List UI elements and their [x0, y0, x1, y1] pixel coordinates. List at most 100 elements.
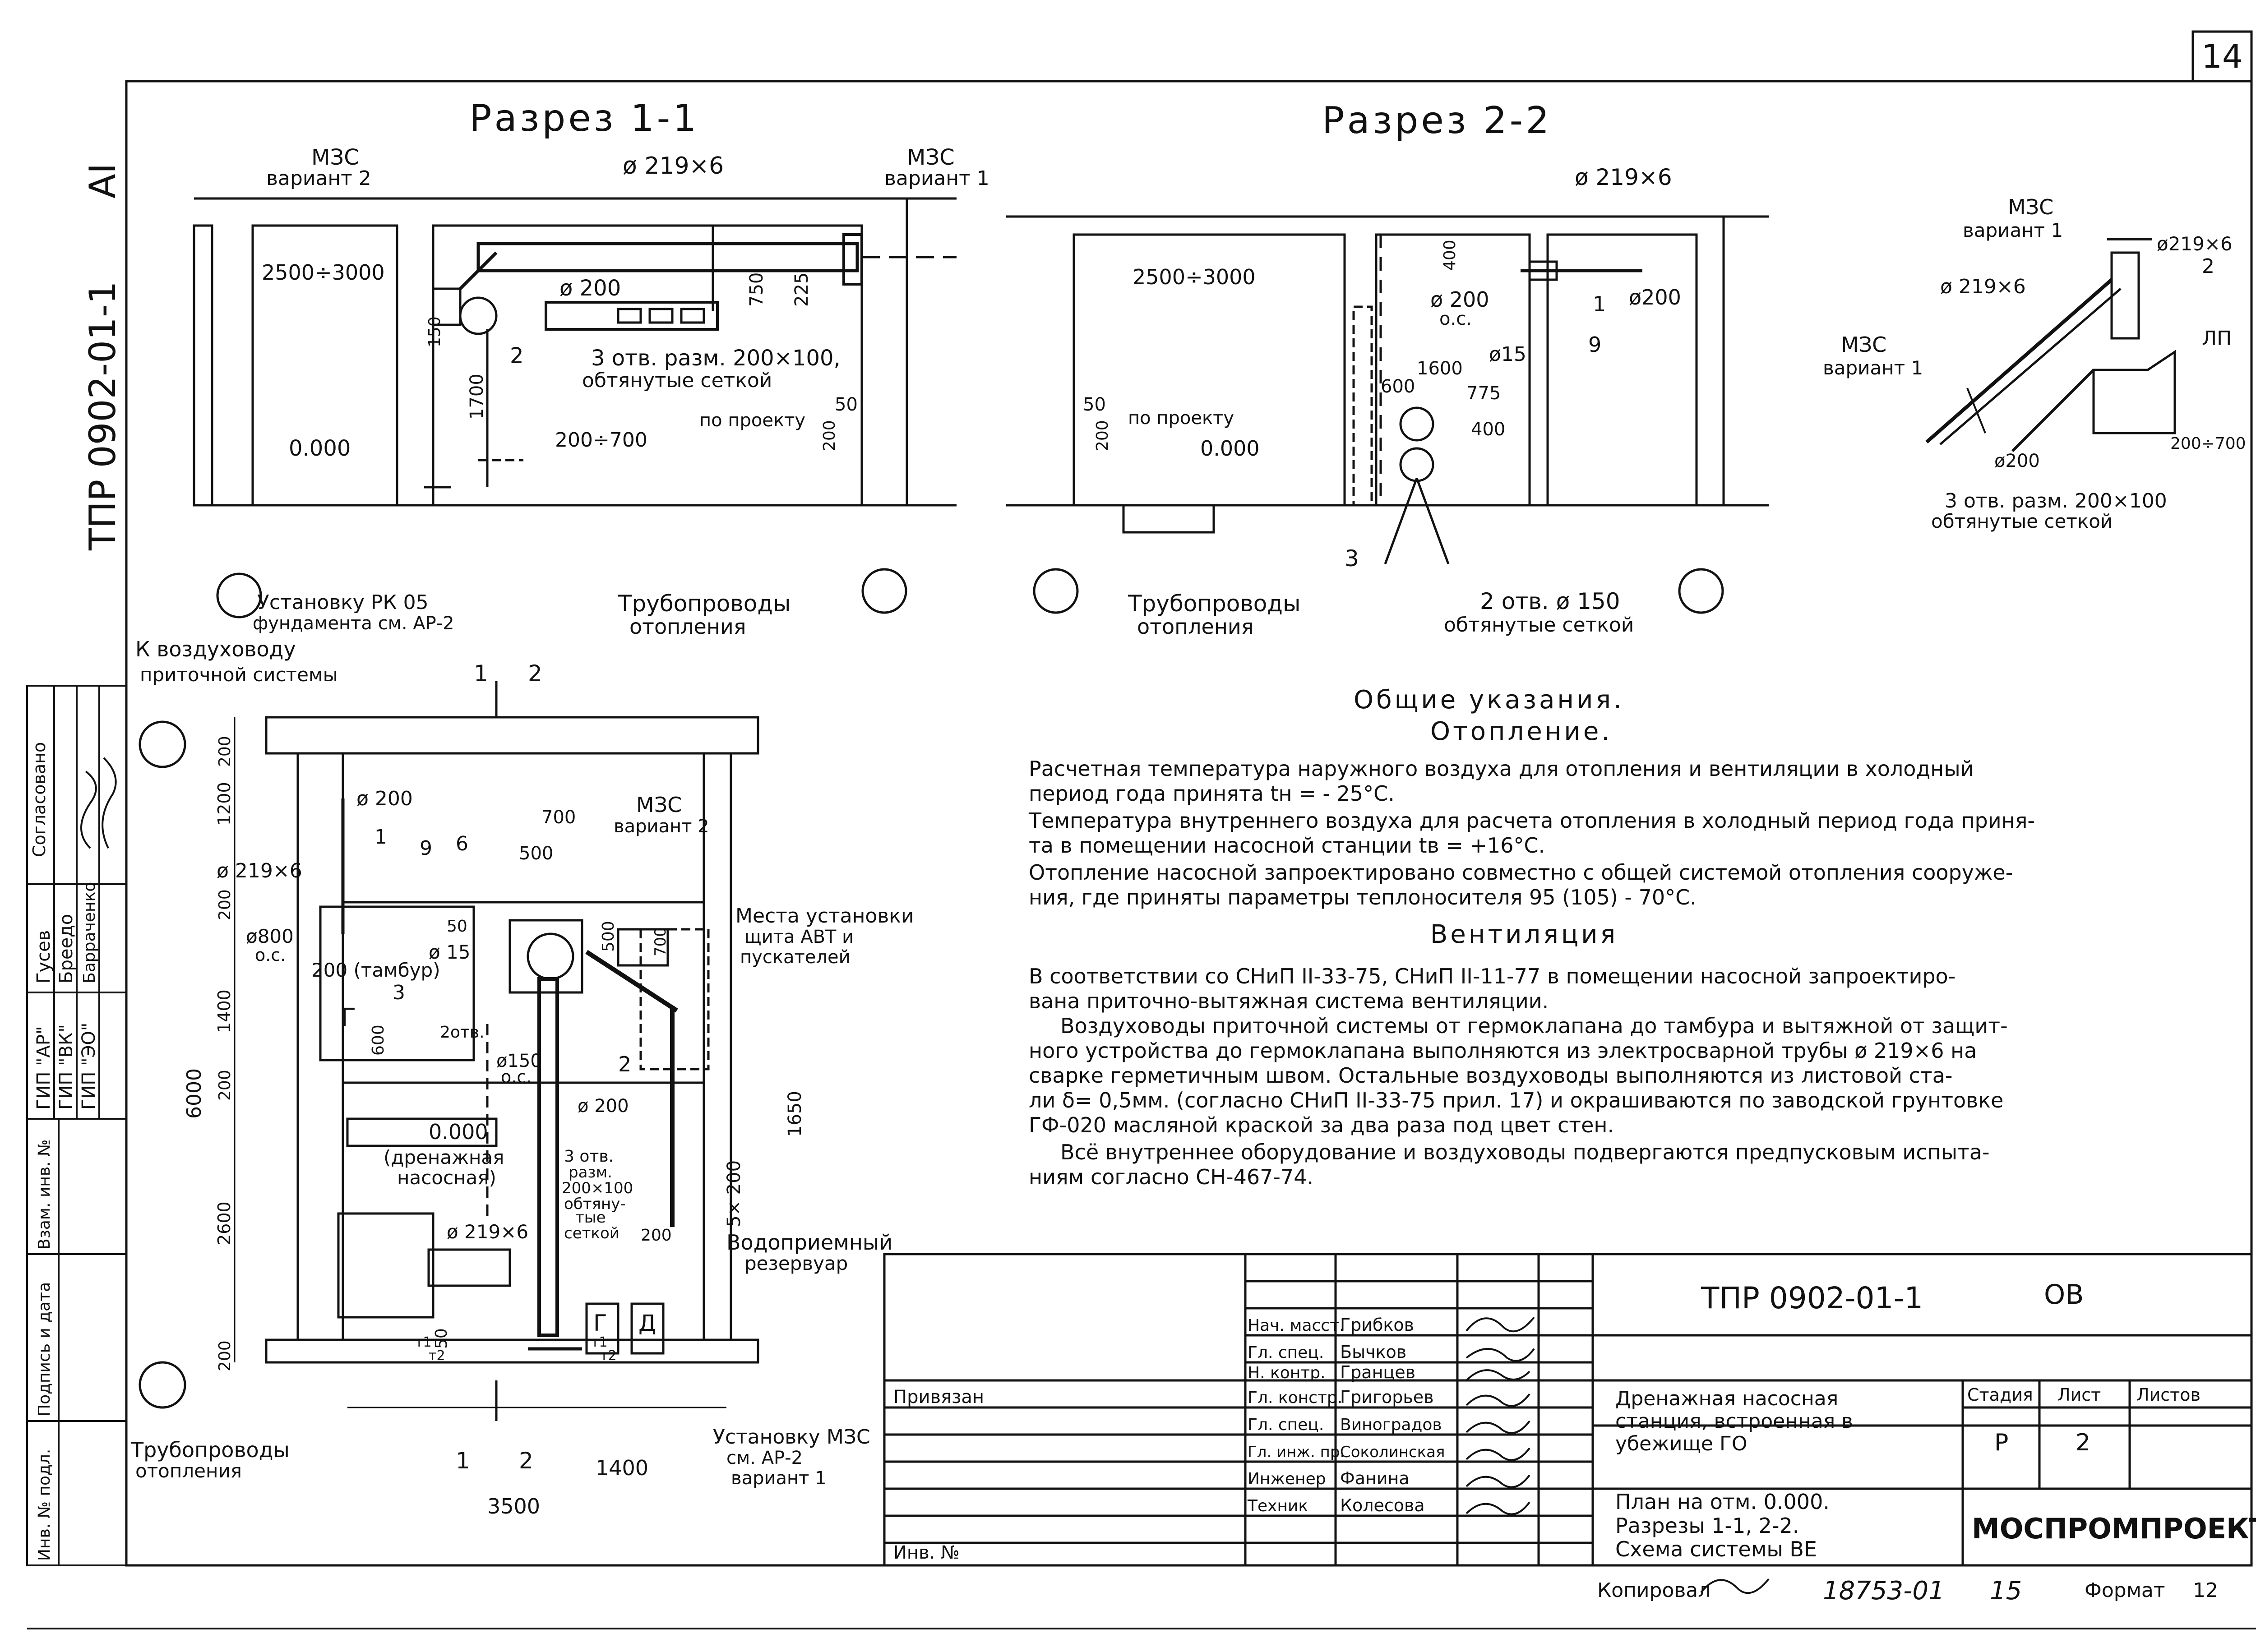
scheme-num-2: 2: [2202, 255, 2214, 278]
plan-dim-500b: 500: [599, 921, 618, 952]
s11-mark-zero: 0.000: [289, 436, 351, 461]
copier-signature: [1700, 1578, 1770, 1594]
plan-cut-2b: 2: [519, 1448, 533, 1474]
s11-mzs-v2: МЗС: [311, 145, 359, 170]
s22-d200: ø 200: [1430, 287, 1489, 312]
s11-d200: ø 200: [559, 276, 621, 301]
tb-role-7: Инженер: [1248, 1470, 1326, 1488]
plan-dim-200-d: 200: [641, 1226, 672, 1245]
note-line: Отопление насосной запроектировано совме…: [1029, 860, 2013, 885]
s22-holes: 2 отв. ø 150: [1480, 588, 1620, 614]
sheet-number-box: [2191, 30, 2253, 83]
plan-oc2: о.с.: [501, 1067, 532, 1087]
plan-dim-5x200: 5× 200: [724, 1160, 744, 1227]
notes-heat-title: Отопление.: [1430, 717, 1612, 746]
approval-role-1: ГИП "АР": [33, 1026, 54, 1110]
s22-num-9: 9: [1588, 332, 1601, 357]
plan-to-duct-2: приточной системы: [140, 664, 338, 686]
plan-d200: ø 200: [356, 787, 413, 810]
s22-dim-400: 400: [1441, 240, 1459, 271]
section-2-2-title: Разрез 2-2: [1322, 99, 1552, 142]
footer-format-label: Формат: [2085, 1579, 2165, 1602]
plan-tambour: 200 (тамбур): [311, 959, 440, 981]
plan-dim-200-c: 200: [216, 1340, 234, 1371]
tb-role-5: Гл. спец.: [1248, 1416, 1324, 1434]
s22-d200b: ø200: [1629, 285, 1681, 309]
s11-holes-2: обтянутые сеткой: [582, 369, 772, 392]
s22-dim-775: 775: [1466, 383, 1501, 404]
tb-org: МОСПРОМПРОЕКТ: [1972, 1512, 2256, 1545]
s11-rk-label-2: фундамента см. АР-2: [253, 613, 454, 634]
note-line: Воздуховоды приточной системы от гермокл…: [1060, 1014, 2008, 1038]
note-line: ного устройства до гермоклапана выполняю…: [1029, 1038, 1977, 1063]
plan-dim-200-b: 200: [216, 1070, 234, 1101]
s22-num-1: 1: [1593, 292, 1606, 316]
plan-d800: ø800: [246, 925, 294, 947]
tb-sheet: 2: [2076, 1429, 2090, 1456]
s22-heat-label-2: отопления: [1137, 614, 1254, 639]
plan-places-3: пускателей: [740, 947, 851, 968]
tb-name-3: Гранцев: [1340, 1362, 1415, 1382]
signature-1: [102, 757, 117, 849]
plan-room-g2: Г: [593, 1310, 607, 1336]
plan-holes2: 2отв.: [440, 1023, 485, 1042]
approval-name-2: Бреедо: [56, 914, 77, 983]
plan-pipe2: ø 219×6: [447, 1221, 528, 1243]
scheme-pipe2: ø 219×6: [1940, 275, 2026, 298]
tb-name-6: Соколинская: [1340, 1443, 1445, 1461]
plan-places-2: щита АВТ и: [744, 927, 854, 947]
footer-format: 12: [2193, 1579, 2218, 1602]
note-line: Всё внутреннее оборудование и воздуховод…: [1060, 1140, 1990, 1164]
tb-stage: Р: [1994, 1429, 2008, 1456]
plan-dim-6000: 6000: [183, 1068, 206, 1119]
signature-2: [80, 771, 97, 849]
s22-dim-400b: 400: [1471, 419, 1505, 440]
scheme-pipe1: ø219×6: [2157, 233, 2233, 255]
plan-dim-700b: 700: [652, 927, 670, 956]
s22-mark-zero: 0.000: [1200, 436, 1260, 461]
notes-vent-title: Вентиляция: [1430, 920, 1618, 949]
scheme-lp: ЛП: [2202, 327, 2232, 350]
strip-box-1: Взам. инв. №: [35, 1140, 54, 1250]
note-line: вана приточно-вытяжная система вентиляци…: [1029, 989, 1549, 1013]
plan-heat: Трубопроводы: [130, 1438, 290, 1462]
title-block: [883, 1253, 2253, 1567]
tb-object-2: станция, встроенная в: [1615, 1410, 1853, 1433]
plan-dim-1650: 1650: [785, 1091, 805, 1137]
s22-pipe: ø 219×6: [1575, 164, 1672, 190]
plan-mzs: МЗС: [636, 793, 682, 817]
s11-dim-200-700: 200÷700: [555, 429, 647, 452]
plan-h4: обтяну-: [564, 1195, 626, 1213]
plan-t2b: т2: [600, 1348, 617, 1364]
s22-dim-50: 50: [1083, 394, 1106, 415]
plan-cut-1b: 1: [456, 1448, 470, 1474]
plan-places: Места установки: [735, 904, 914, 928]
s11-dim-225: 225: [791, 272, 812, 307]
note-line: В соответствии со СНиП II-33-75, СНиП II…: [1029, 964, 1956, 988]
plan-num-2: 2: [618, 1052, 631, 1076]
s11-dim-150: 150: [425, 316, 444, 347]
tb-object-3: убежище ГО: [1615, 1432, 1747, 1455]
s11-dim-2500: 2500÷3000: [262, 260, 385, 285]
s11-heat-label-2: отопления: [629, 614, 746, 639]
footer-copied: Копировал: [1597, 1579, 1710, 1602]
vertical-code: ТПР 0902-01-1: [82, 281, 124, 551]
s11-holes: 3 отв. разм. 200×100,: [591, 346, 841, 371]
s22-dim-600: 600: [1381, 376, 1415, 397]
plan-dim-50: 50: [447, 917, 467, 936]
scheme-mzs2: МЗС: [1841, 332, 1886, 357]
plan-reservoir-2: резервуар: [744, 1252, 848, 1274]
section-1-1-title: Разрез 1-1: [469, 97, 699, 140]
s11-rk-label: Установку РК 05: [257, 591, 429, 614]
plan-pipe: ø 219×6: [217, 859, 302, 882]
strip-box-3: Инв. № подл.: [35, 1449, 54, 1561]
tb-signatures: [1465, 1316, 1535, 1515]
plan-install-3: вариант 1: [731, 1468, 827, 1489]
tb-sheets-h: Листов: [2136, 1385, 2201, 1405]
scheme-dim: 200÷700: [2170, 434, 2246, 453]
plan-dim-1400: 1400: [214, 989, 234, 1033]
scheme-holes: 3 отв. разм. 200×100: [1945, 489, 2167, 512]
tb-name-4: Григорьев: [1340, 1387, 1434, 1407]
plan-h3: 200×100: [562, 1179, 633, 1197]
